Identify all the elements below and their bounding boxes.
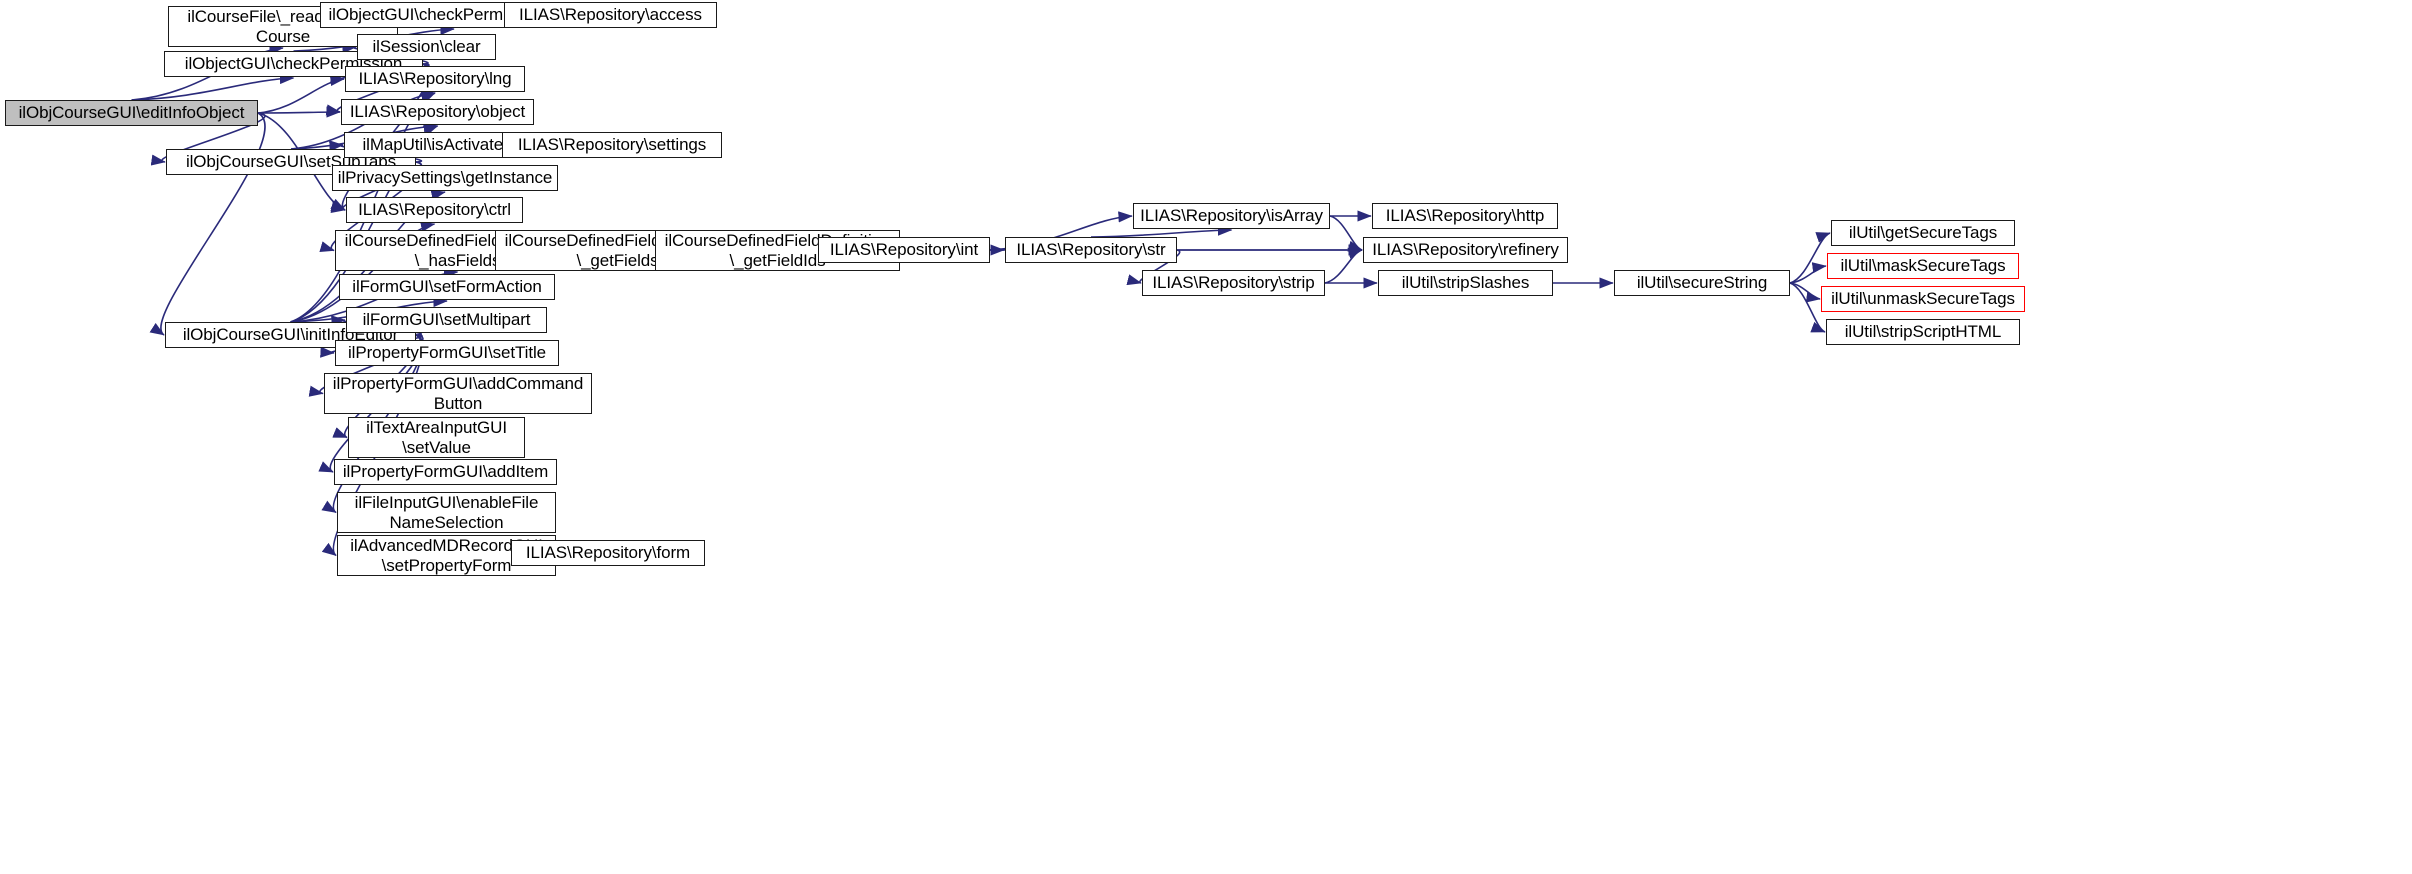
graph-node-checkPermission[interactable]: ilObjectGUI\checkPermission [164,51,423,77]
graph-node-textAreaSetValue[interactable]: ilTextAreaInputGUI \setValue [348,417,525,458]
graph-node-repoInt[interactable]: ILIAS\Repository\int [818,237,990,263]
graph-node-repoStr[interactable]: ILIAS\Repository\str [1005,237,1177,263]
graph-node-repoCtrl[interactable]: ILIAS\Repository\ctrl [346,197,523,223]
graph-node-fileEnableFileName[interactable]: ilFileInputGUI\enableFile NameSelection [337,492,556,533]
graph-node-pfAddCommandButton[interactable]: ilPropertyFormGUI\addCommand Button [324,373,592,414]
graph-node-repoRefinery[interactable]: ILIAS\Repository\refinery [1363,237,1568,263]
graph-node-repoLng[interactable]: ILIAS\Repository\lng [345,66,525,92]
graph-node-repoSettings[interactable]: ILIAS\Repository\settings [502,132,722,158]
graph-node-advMdSetPropertyForm[interactable]: ilAdvancedMDRecordGUI \setPropertyForm [337,535,556,576]
graph-node-repoForm[interactable]: ILIAS\Repository\form [511,540,705,566]
graph-node-cdfdGetFieldIds[interactable]: ilCourseDefinedFieldDefinition \_getFiel… [655,230,900,271]
graph-node-maskSecureTags[interactable]: ilUtil\maskSecureTags [1827,253,2019,279]
graph-node-repoHttp[interactable]: ILIAS\Repository\http [1372,203,1558,229]
graph-node-editInfoObject[interactable]: ilObjCourseGUI\editInfoObject [5,100,258,126]
graph-node-getSecureTags[interactable]: ilUtil\getSecureTags [1831,220,2015,246]
graph-node-stripSlashes[interactable]: ilUtil\stripSlashes [1378,270,1553,296]
graph-node-stripScriptHTML[interactable]: ilUtil\stripScriptHTML [1826,319,2020,345]
graph-node-secureString[interactable]: ilUtil\secureString [1614,270,1790,296]
graph-node-privacyGetInstance[interactable]: ilPrivacySettings\getInstance [332,165,558,191]
graph-node-formSetMultipart[interactable]: ilFormGUI\setMultipart [346,307,547,333]
graph-node-pfAddItem[interactable]: ilPropertyFormGUI\addItem [334,459,557,485]
graph-node-unmaskSecureTags[interactable]: ilUtil\unmaskSecureTags [1821,286,2025,312]
graph-node-repoIsArray[interactable]: ILIAS\Repository\isArray [1133,203,1330,229]
graph-node-sessionClear[interactable]: ilSession\clear [357,34,496,60]
graph-node-repoObject[interactable]: ILIAS\Repository\object [341,99,534,125]
graph-node-pfSetTitle[interactable]: ilPropertyFormGUI\setTitle [335,340,559,366]
graph-node-repoAccess[interactable]: ILIAS\Repository\access [504,2,717,28]
graph-node-formSetFormAction[interactable]: ilFormGUI\setFormAction [339,274,555,300]
graph-node-mapUtilIsActivated[interactable]: ilMapUtil\isActivated [344,132,531,158]
graph-node-repoStrip[interactable]: ILIAS\Repository\strip [1142,270,1325,296]
